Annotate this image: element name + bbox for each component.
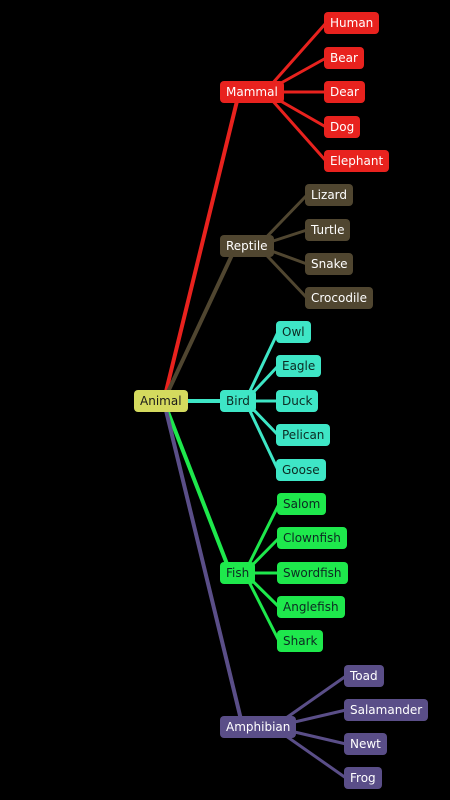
leaf-node-human[interactable]: Human [324,12,380,34]
leaf-node-salamander[interactable]: Salamander [344,699,429,721]
leaf-node-owl[interactable]: Owl [276,321,311,343]
edge-bird-goose [243,399,280,472]
edge-fish-salom [243,502,281,575]
leaf-node-anglefish[interactable]: Anglefish [277,596,345,618]
edge-root-reptile [161,244,239,403]
leaf-node-swordfish[interactable]: Swordfish [277,562,348,584]
group-node-fish[interactable]: Fish [220,562,256,584]
leaf-node-duck[interactable]: Duck [276,390,319,412]
edge-fish-shark [243,571,281,643]
group-node-amphibian[interactable]: Amphibian [220,716,297,738]
group-node-bird[interactable]: Bird [220,390,256,412]
leaf-node-bear[interactable]: Bear [324,47,364,69]
edge-mammal-elephant [263,90,328,163]
leaf-node-dog[interactable]: Dog [324,116,361,138]
group-node-mammal[interactable]: Mammal [220,81,284,103]
edge-root-amphibian [161,399,245,729]
edge-mammal-human [263,21,328,94]
leaf-node-goose[interactable]: Goose [276,459,326,481]
edge-bird-owl [243,330,280,403]
leaf-node-pelican[interactable]: Pelican [276,424,331,446]
leaf-node-turtle[interactable]: Turtle [305,219,351,241]
leaf-node-crocodile[interactable]: Crocodile [305,287,373,309]
leaf-node-frog[interactable]: Frog [344,767,382,789]
leaf-node-elephant[interactable]: Elephant [324,150,390,172]
leaf-node-shark[interactable]: Shark [277,630,324,652]
edge-root-fish [161,399,233,575]
leaf-node-toad[interactable]: Toad [344,665,384,687]
leaf-node-snake[interactable]: Snake [305,253,354,275]
root-node-animal[interactable]: Animal [134,390,188,412]
leaf-node-lizard[interactable]: Lizard [305,184,354,206]
edge-root-mammal [161,90,242,403]
leaf-node-dear[interactable]: Dear [324,81,365,103]
leaf-node-newt[interactable]: Newt [344,733,387,755]
leaf-node-clownfish[interactable]: Clownfish [277,527,347,549]
leaf-node-eagle[interactable]: Eagle [276,355,322,377]
group-node-reptile[interactable]: Reptile [220,235,274,257]
leaf-node-salom[interactable]: Salom [277,493,327,515]
